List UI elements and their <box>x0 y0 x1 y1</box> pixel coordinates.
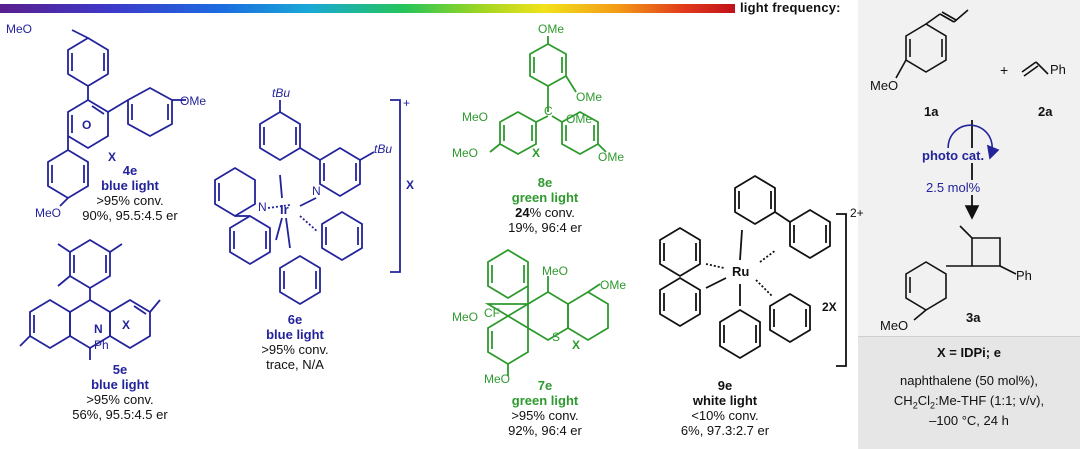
catalyst-conv-7e: >95% conv. <box>511 408 579 423</box>
atom-ome-7e: OMe <box>600 278 627 292</box>
atom-meo-7e-left: MeO <box>452 310 479 324</box>
caption-9e-results: <10% conv. 6%, 97.3:2.7 er <box>660 408 790 438</box>
caption-5e-results: >95% conv. 56%, 95.5:4.5 er <box>50 392 190 422</box>
conditions-line3: –100 °C, 24 h <box>929 413 1009 428</box>
catalyst-id-8e: 8e <box>537 175 553 190</box>
catalyst-conv-num-8e: 24 <box>515 205 530 220</box>
atom-meo-8e-left: MeO <box>462 110 489 124</box>
reaction-meo-3a: MeO <box>880 318 909 333</box>
catalyst-light-5e: blue light <box>91 377 149 392</box>
product-3a-label: 3a <box>966 310 981 325</box>
conditions-line1: naphthalene (50 mol%), <box>899 373 1039 388</box>
structure-9e <box>659 174 847 367</box>
atom-x-7e: X <box>572 338 581 352</box>
reaction-ph-2a: Ph <box>1050 62 1066 77</box>
atom-2x-9e: 2X <box>822 300 837 314</box>
photocat-label: photo cat. <box>922 148 985 163</box>
structure-8e <box>489 36 607 156</box>
catalyst-yield-9e: 6%, 97.3:2.7 er <box>680 423 770 438</box>
catalyst-light-8e: green light <box>511 190 579 205</box>
caption-8e: 8e green light <box>480 175 610 205</box>
structure-4e <box>47 29 186 207</box>
atom-meo-8e-bottom: MeO <box>452 146 479 160</box>
caption-4e: 4e blue light <box>60 163 200 193</box>
atom-meo-4e-bottom: MeO <box>35 206 62 220</box>
atom-cf3-7e: CF <box>484 306 500 320</box>
catalyst-yield-5e: 56%, 95.5:4.5 er <box>72 407 168 422</box>
atom-ph-5e: Ph <box>94 338 109 352</box>
structure-5e <box>19 238 161 360</box>
caption-7e-results: >95% conv. 92%, 96:4 er <box>480 408 610 438</box>
reaction-ph-3a: Ph <box>1016 268 1032 283</box>
light-frequency-spectrum-bar <box>0 4 735 13</box>
caption-7e: 7e green light <box>480 378 610 408</box>
structure-6e <box>214 99 401 306</box>
atom-x-8e: X <box>532 146 541 160</box>
catalyst-conv-5e: >95% conv. <box>86 392 154 407</box>
reaction-plus: + <box>1000 62 1009 78</box>
atom-ru-9e: Ru <box>732 264 750 279</box>
conditions-line2-a: CH <box>893 393 913 408</box>
caption-8e-results: 24% conv. 19%, 96:4 er <box>480 205 610 235</box>
charge-9e: 2+ <box>850 206 864 220</box>
catalyst-id-4e: 4e <box>122 163 138 178</box>
catalyst-conv-6e: >95% conv. <box>261 342 329 357</box>
atom-tbu-6e-top: tBu <box>272 86 291 100</box>
light-frequency-label: light frequency: <box>740 0 841 15</box>
structure-7e <box>484 248 609 376</box>
reaction-scheme <box>895 9 1049 321</box>
charge-6e: + <box>403 96 411 110</box>
atom-x-4e: X <box>108 150 117 164</box>
catalyst-loading-label: 2.5 mol% <box>926 180 981 195</box>
atom-n-6e-left: N <box>258 200 267 214</box>
atom-x-5e: X <box>122 318 131 332</box>
catalyst-id-6e: 6e <box>287 312 303 327</box>
catalyst-light-9e: white light <box>692 393 758 408</box>
atom-ome-8e-top: OMe <box>538 22 565 36</box>
conditions-line2-c: :Me-THF (1:1; v/v), <box>935 393 1045 408</box>
atom-meo-4e-top: MeO <box>6 22 33 36</box>
reactant-1a-label: 1a <box>924 104 939 119</box>
atom-n-6e-right: N <box>312 184 321 198</box>
conditions-line2: CH2Cl2:Me-THF (1:1; v/v), <box>893 393 1045 411</box>
catalyst-light-7e: green light <box>511 393 579 408</box>
caption-4e-results: >95% conv. 90%, 95.5:4.5 er <box>60 193 200 223</box>
catalyst-id-9e: 9e <box>717 378 733 393</box>
atom-ome-4e-right: OMe <box>180 94 207 108</box>
atom-n-5e: N <box>94 322 103 336</box>
caption-6e: 6e blue light <box>230 312 360 342</box>
catalyst-conv-4e: >95% conv. <box>96 193 164 208</box>
atom-meo-7e-top: MeO <box>542 264 569 278</box>
catalyst-conv-rest-8e: % conv. <box>529 205 575 220</box>
conditions-line2-b: Cl <box>917 393 930 408</box>
x-definition: X = IDPi; e <box>937 345 1001 360</box>
catalyst-id-7e: 7e <box>537 378 553 393</box>
caption-6e-results: >95% conv. trace, N/A <box>230 342 360 372</box>
atom-ome-8e-right: OMe <box>576 90 603 104</box>
conditions-box <box>858 336 1080 449</box>
catalyst-yield-4e: 90%, 95.5:4.5 er <box>82 208 178 223</box>
catalyst-light-6e: blue light <box>266 327 324 342</box>
atom-meo-7e-bottom: MeO <box>484 372 511 386</box>
atom-o-4e: O <box>82 118 92 132</box>
reaction-meo-1a: MeO <box>870 78 899 93</box>
reactant-2a-label: 2a <box>1038 104 1053 119</box>
atom-c-8e: C <box>544 104 553 118</box>
catalyst-yield-7e: 92%, 96:4 er <box>508 423 582 438</box>
atom-ome-8e-mid: OMe <box>566 112 593 126</box>
caption-5e: 5e blue light <box>50 362 190 392</box>
atom-ir-6e: Ir <box>280 202 289 217</box>
atom-ome-8e-bottom: OMe <box>598 150 625 164</box>
catalyst-yield-8e: 19%, 96:4 er <box>508 220 582 235</box>
catalyst-conv-9e: <10% conv. <box>691 408 759 423</box>
catalyst-id-5e: 5e <box>112 362 128 377</box>
caption-9e: 9e white light <box>660 378 790 408</box>
atom-s-7e: S <box>552 330 561 344</box>
catalyst-conv-8e: 24% conv. <box>480 205 610 220</box>
catalyst-light-4e: blue light <box>101 178 159 193</box>
catalyst-yield-6e: trace, N/A <box>266 357 324 372</box>
atom-tbu-6e-right: tBu <box>374 142 393 156</box>
atom-x-6e: X <box>406 178 415 192</box>
